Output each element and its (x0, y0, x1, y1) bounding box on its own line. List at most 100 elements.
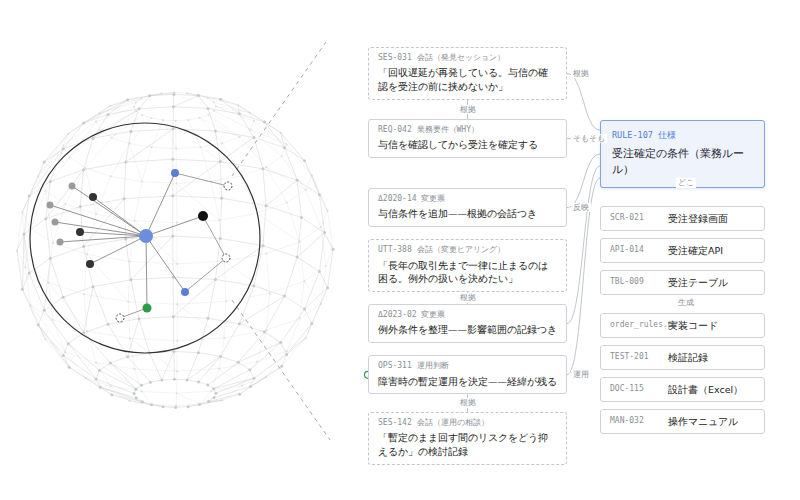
connector (567, 154, 600, 208)
globe-strut (312, 175, 328, 211)
globe-vertex (248, 368, 251, 371)
globe-strut (305, 272, 320, 310)
node-text: 受注確定API (668, 244, 723, 258)
globe-strut (150, 93, 175, 96)
globe-strut (188, 118, 199, 120)
globe-strut (282, 156, 306, 189)
globe-strut (84, 294, 128, 301)
globe-strut (174, 92, 187, 94)
node-id: TBL-009 (610, 277, 668, 287)
globe-strut (177, 181, 211, 183)
globe-strut (177, 301, 226, 304)
globe-strut (224, 330, 266, 338)
zoom-guide (232, 42, 326, 176)
globe-strut (250, 366, 281, 386)
globe-strut (287, 324, 312, 355)
globe-strut (321, 211, 328, 227)
spoke-line (175, 173, 228, 186)
globe-strut (80, 170, 83, 207)
globe-strut (266, 180, 297, 205)
globe-vertex (148, 94, 151, 97)
globe-vertex (141, 98, 143, 100)
globe-vertex (133, 392, 136, 395)
globe-strut (46, 207, 80, 219)
section-label: 生成 (676, 298, 696, 308)
globe-strut (135, 182, 142, 221)
globe-strut (177, 304, 224, 338)
connector (567, 178, 600, 375)
globe-strut (150, 380, 161, 382)
globe-strut (240, 137, 267, 167)
globe-strut (172, 196, 173, 236)
globe-vertex (99, 112, 101, 114)
globe-strut (282, 338, 306, 366)
globe-vertex (85, 377, 87, 379)
globe-vertex (173, 92, 175, 94)
globe-vertex (141, 181, 143, 183)
globe-strut (222, 137, 239, 143)
globe-strut (96, 363, 134, 369)
globe-strut (111, 386, 130, 400)
globe-strut (187, 380, 198, 382)
node-text: 例外条件を整理——影響範囲の記録つき (378, 323, 557, 337)
globe-vertex (95, 362, 97, 364)
globe-strut (80, 199, 124, 207)
globe-vertex (23, 232, 26, 235)
globe-vertex (256, 361, 258, 363)
spoke-line (90, 236, 146, 264)
globe-vertex (151, 146, 153, 148)
edge-label: 根拠 (458, 293, 478, 303)
globe-vertex (327, 210, 329, 212)
globe-vertex (265, 166, 267, 168)
globe-strut (285, 257, 298, 296)
globe-strut (108, 324, 128, 357)
globe-vertex (279, 341, 282, 344)
globe-strut (224, 261, 226, 301)
globe-strut (176, 223, 177, 264)
spoke-line (185, 258, 226, 292)
globe-vertex (212, 387, 215, 390)
globe-vertex (265, 376, 267, 378)
globe-vertex (110, 385, 112, 387)
globe-strut (136, 99, 142, 103)
globe-vertex (110, 175, 112, 177)
globe-strut (130, 262, 177, 264)
node-id: MAN-032 (610, 416, 668, 426)
globe-vertex (186, 378, 189, 381)
globe-strut (238, 332, 264, 362)
globe-strut (208, 115, 239, 137)
globe-strut (22, 273, 29, 289)
globe-strut (87, 331, 130, 338)
spoke-line (72, 186, 146, 236)
globe-vertex (299, 318, 301, 320)
globe-strut (136, 111, 142, 115)
globe-strut (139, 107, 173, 109)
globe-strut (306, 175, 312, 190)
globe-vertex (123, 197, 126, 200)
globe-strut (214, 370, 250, 389)
globe-vertex (213, 396, 216, 399)
node-text: 受注テーブル (668, 276, 728, 290)
globe-strut (126, 131, 131, 162)
artifact-box: order_rules.py実装コード (600, 313, 765, 338)
globe-vertex (207, 114, 209, 116)
globe-strut (111, 176, 142, 181)
globe-strut (44, 310, 68, 343)
zoom-guide (232, 300, 330, 440)
globe-vertex (249, 385, 252, 388)
globe-strut (124, 162, 126, 199)
globe-strut (240, 377, 267, 394)
focus-circle (30, 123, 260, 353)
globe-vertex (173, 378, 176, 381)
globe-strut (22, 289, 38, 325)
globe-strut (84, 324, 108, 333)
globe-strut (176, 147, 200, 148)
globe-vertex (64, 351, 66, 353)
globe-strut (198, 353, 220, 357)
globe-strut (240, 129, 251, 137)
globe-strut (44, 134, 68, 162)
globe-strut (173, 159, 220, 161)
globe-strut (111, 144, 130, 177)
globe-strut (216, 106, 254, 121)
globe-strut (124, 196, 173, 199)
